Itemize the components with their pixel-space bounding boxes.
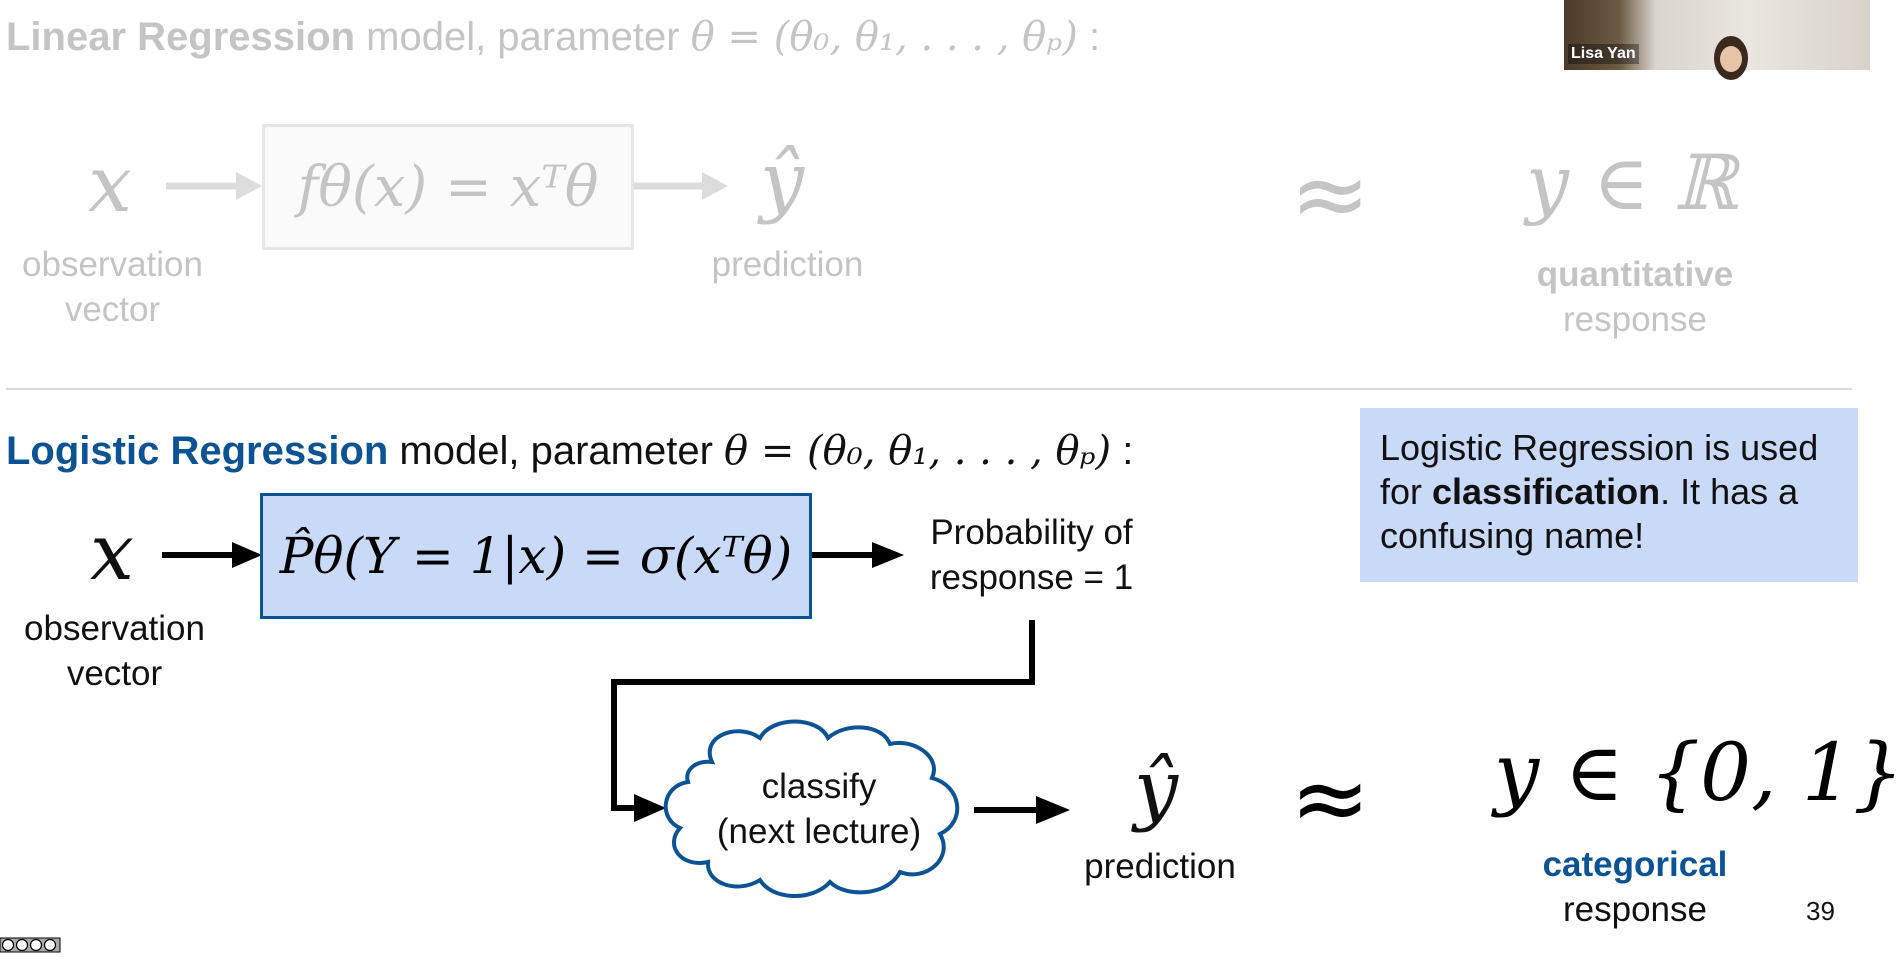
note-text-before: Logistic Regression is used for <box>1380 427 1819 512</box>
logistic-heading: Logistic Regression model, parameter θ =… <box>6 428 1133 474</box>
linear-response-label: quantitative response <box>1500 252 1770 342</box>
note-text-after: . It has a confusing name! <box>1380 471 1799 556</box>
logistic-arrow-classify-head <box>1036 796 1070 824</box>
logistic-title: Logistic Regression <box>6 429 389 473</box>
logistic-model-formula: P̂θ(Y = 1|x) = σ(xᵀθ) <box>279 527 793 585</box>
logistic-param: θ = (θ₀, θ₁, . . . , θₚ) <box>724 428 1112 474</box>
logistic-response-label-rest: response <box>1563 890 1707 929</box>
logistic-model-box: P̂θ(Y = 1|x) = σ(xᵀθ) <box>260 493 812 619</box>
linear-output-label: prediction <box>711 245 864 284</box>
logistic-response-label-bold: categorical <box>1542 845 1728 884</box>
speaker-video: Lisa Yan <box>1564 0 1870 80</box>
linear-input-var: x <box>88 140 132 230</box>
creative-commons-icon <box>0 937 61 953</box>
linear-param: θ = (θ₀, θ₁, . . . , θₚ) <box>690 14 1078 60</box>
logistic-connector-head <box>634 794 666 822</box>
logistic-arrow-input-head <box>232 542 262 568</box>
linear-heading: Linear Regression model, parameter θ = (… <box>6 14 1100 60</box>
linear-arrow-2-head <box>702 172 728 200</box>
linear-arrows <box>166 172 728 200</box>
section-divider <box>6 388 1852 390</box>
page-number: 39 <box>1806 896 1835 926</box>
speaker-face <box>1720 46 1742 72</box>
logistic-arrow-prob-head <box>872 542 904 568</box>
logistic-response-label: categorical response <box>1500 842 1770 932</box>
linear-arrow-1-head <box>236 172 262 200</box>
linear-response-label-rest: response <box>1563 300 1707 339</box>
cc-icon-graphic <box>0 937 61 953</box>
classification-note-box: Logistic Regression is used for classifi… <box>1360 408 1858 582</box>
classify-cloud-shape <box>663 719 960 898</box>
logistic-title-rest: model, parameter <box>388 429 725 473</box>
linear-model-formula: fθ(x) = xᵀθ <box>297 154 599 220</box>
logistic-input-label: observation vector <box>2 606 227 696</box>
logistic-prob-label: Probability of response = 1 <box>904 510 1159 600</box>
linear-title-rest: model, parameter <box>355 15 691 59</box>
linear-input-label: observation vector <box>0 242 225 332</box>
logistic-input-var: x <box>90 508 134 598</box>
logistic-connector <box>611 620 1035 811</box>
note-text-bold: classification <box>1432 471 1661 512</box>
linear-input-label-line2: vector <box>64 290 161 329</box>
speaker-name: Lisa Yan <box>1568 44 1639 64</box>
linear-response-label-bold: quantitative <box>1536 255 1734 294</box>
classify-label-line1: classify <box>761 767 877 806</box>
logistic-arrows <box>162 542 1070 898</box>
linear-approx-symbol: ≈ <box>1290 138 1371 250</box>
logistic-input-label-line2: vector <box>66 654 163 693</box>
classify-cloud-label: classify (next lecture) <box>706 764 932 854</box>
linear-response-formula: y ∈ ℝ <box>1526 138 1737 227</box>
logistic-output-label: prediction <box>1084 847 1236 886</box>
linear-param-colon: : <box>1077 15 1101 59</box>
linear-input-label-line1: observation <box>22 245 203 284</box>
logistic-prob-label-line2: response = 1 <box>929 558 1134 597</box>
logistic-approx-symbol: ≈ <box>1290 742 1371 854</box>
linear-output-var: ŷ <box>760 136 805 226</box>
linear-model-box: fθ(x) = xᵀθ <box>262 124 634 250</box>
linear-title: Linear Regression <box>6 15 356 59</box>
logistic-response-formula: y ∈ {0, 1} <box>1494 726 1904 819</box>
logistic-prob-label-line1: Probability of <box>930 513 1133 552</box>
logistic-output-var: ŷ <box>1134 744 1179 834</box>
classify-label-line2: (next lecture) <box>716 812 922 851</box>
logistic-input-label-line1: observation <box>24 609 205 648</box>
logistic-param-colon: : <box>1111 429 1134 473</box>
